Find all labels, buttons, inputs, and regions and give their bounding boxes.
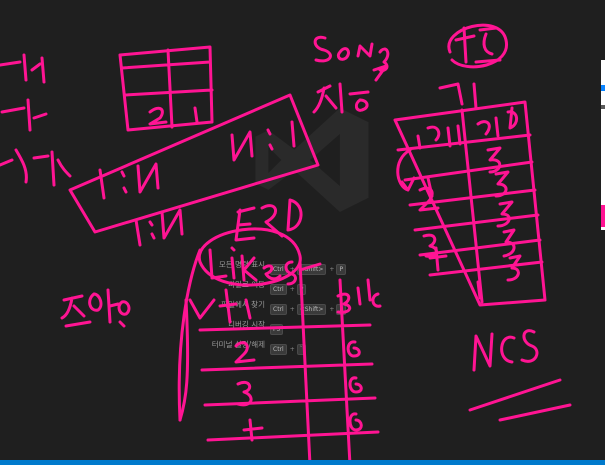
key-cap: Ctrl bbox=[270, 344, 287, 355]
key-cap: <Shift> bbox=[296, 304, 327, 315]
ink-stroke bbox=[447, 23, 508, 69]
shortcut-label: 파일에서 찾기 bbox=[221, 300, 265, 309]
ink-stroke bbox=[236, 376, 363, 407]
ink-stroke bbox=[476, 254, 522, 300]
key-plus: + bbox=[289, 346, 295, 353]
ink-stroke bbox=[198, 260, 380, 465]
ink-stroke bbox=[428, 228, 516, 272]
ink-stroke bbox=[230, 120, 296, 162]
ink-stroke bbox=[0, 53, 46, 84]
shortcut-keys: Ctrl+` bbox=[270, 339, 307, 355]
key-plus: + bbox=[289, 286, 295, 293]
ink-stroke bbox=[438, 82, 478, 110]
ink-stroke bbox=[393, 100, 547, 307]
ink-stroke bbox=[0, 98, 48, 132]
edge-marker-blue bbox=[601, 85, 605, 91]
ink-stroke bbox=[98, 162, 160, 200]
ink-stroke bbox=[476, 106, 518, 138]
edge-marker-gray bbox=[601, 105, 605, 109]
ink-stroke bbox=[118, 45, 214, 132]
ink-stroke bbox=[134, 208, 184, 247]
key-plus: + bbox=[289, 266, 295, 273]
ink-stroke bbox=[418, 186, 440, 212]
status-bar bbox=[0, 460, 605, 465]
ink-stroke bbox=[298, 262, 322, 272]
key-plus: + bbox=[329, 266, 335, 273]
ink-stroke bbox=[197, 227, 302, 287]
key-plus: + bbox=[289, 306, 295, 313]
ink-stroke bbox=[188, 288, 252, 324]
key-plus: + bbox=[329, 306, 335, 313]
key-cap: P bbox=[336, 264, 347, 275]
ink-stroke bbox=[416, 124, 462, 150]
ink-stroke bbox=[472, 329, 539, 372]
ink-stroke bbox=[242, 412, 363, 442]
key-cap: F5 bbox=[270, 324, 284, 335]
shortcut-keys: Ctrl+<Shift>+P bbox=[270, 259, 347, 275]
ink-stroke bbox=[68, 93, 320, 234]
key-cap: Ctrl bbox=[270, 284, 287, 295]
ink-stroke bbox=[234, 198, 303, 242]
ink-stroke bbox=[396, 108, 544, 304]
side-panel-edge bbox=[601, 60, 605, 230]
shortcut-row: 디버깅 시작 F5 bbox=[150, 318, 400, 335]
ink-stroke bbox=[372, 64, 388, 82]
key-cap: Ctrl bbox=[270, 304, 287, 315]
ink-stroke bbox=[208, 246, 297, 286]
ink-stroke bbox=[234, 340, 361, 364]
shortcut-keys: F5 bbox=[270, 319, 284, 335]
ink-stroke bbox=[177, 248, 202, 422]
ink-stroke bbox=[336, 278, 382, 314]
shortcut-label: 디버깅 시작 bbox=[228, 320, 265, 329]
ink-stroke bbox=[422, 200, 514, 258]
ink-stroke bbox=[312, 82, 370, 114]
ink-stroke bbox=[148, 106, 199, 126]
ink-stroke bbox=[468, 378, 572, 422]
edge-marker-pink bbox=[601, 205, 605, 227]
ink-stroke bbox=[396, 148, 416, 192]
ink-stroke bbox=[0, 148, 72, 187]
ink-stroke bbox=[494, 170, 510, 198]
ink-stroke bbox=[454, 26, 502, 64]
ink-stroke bbox=[313, 35, 390, 72]
ink-stroke bbox=[60, 288, 131, 328]
vscode-logo-icon bbox=[255, 108, 369, 212]
ink-stroke bbox=[178, 298, 190, 422]
